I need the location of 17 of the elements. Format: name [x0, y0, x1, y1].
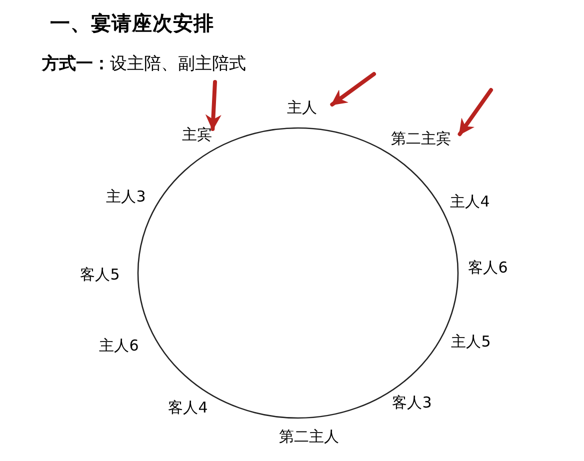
seat-label: 第二主宾: [391, 132, 451, 146]
seat-label: 主人4: [450, 194, 490, 210]
seat-label: 主人6: [99, 338, 139, 354]
seat-label: 客人6: [468, 260, 508, 276]
subheading: 方式一：设主陪、副主陪式: [42, 53, 246, 76]
seat-label: 第二主人: [279, 430, 339, 444]
seat-label: 客人5: [80, 268, 120, 282]
arrow: [205, 80, 222, 131]
seat-label: 主人5: [451, 334, 491, 350]
seat-label: 主宾: [182, 128, 212, 142]
arrow: [458, 88, 493, 136]
arrow: [330, 72, 376, 106]
seat-label: 客人4: [168, 400, 208, 416]
heading: 一、宴请座次安排: [50, 10, 214, 37]
seat-label: 主人: [287, 100, 317, 116]
seat-label: 主人3: [106, 190, 146, 204]
seat-label: 客人3: [392, 396, 432, 410]
